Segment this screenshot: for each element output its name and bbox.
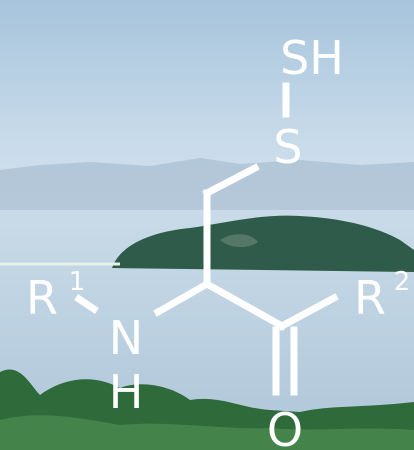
r2-superscript: 2	[394, 267, 411, 297]
r2-label: R	[354, 271, 386, 325]
bond-ca-n	[153, 279, 212, 317]
r1-superscript: 1	[69, 267, 86, 297]
island	[112, 215, 414, 272]
sulfur-label: S	[273, 120, 302, 174]
bond-c-r2	[277, 293, 339, 331]
island-highlight	[220, 234, 258, 247]
structure-bonds	[74, 82, 339, 396]
bond-ca-c	[202, 279, 287, 331]
carbonyl-o-label: O	[267, 403, 303, 450]
foreground-trees-light	[0, 415, 414, 450]
amine-n-label: N	[109, 311, 143, 365]
bond-r1-n	[74, 294, 99, 314]
r1-label: R	[26, 271, 58, 325]
bond-s-ch2	[202, 163, 260, 198]
distant-mountains	[0, 158, 414, 215]
amine-h-label: H	[109, 365, 144, 419]
thiol-label: SH	[280, 31, 344, 85]
